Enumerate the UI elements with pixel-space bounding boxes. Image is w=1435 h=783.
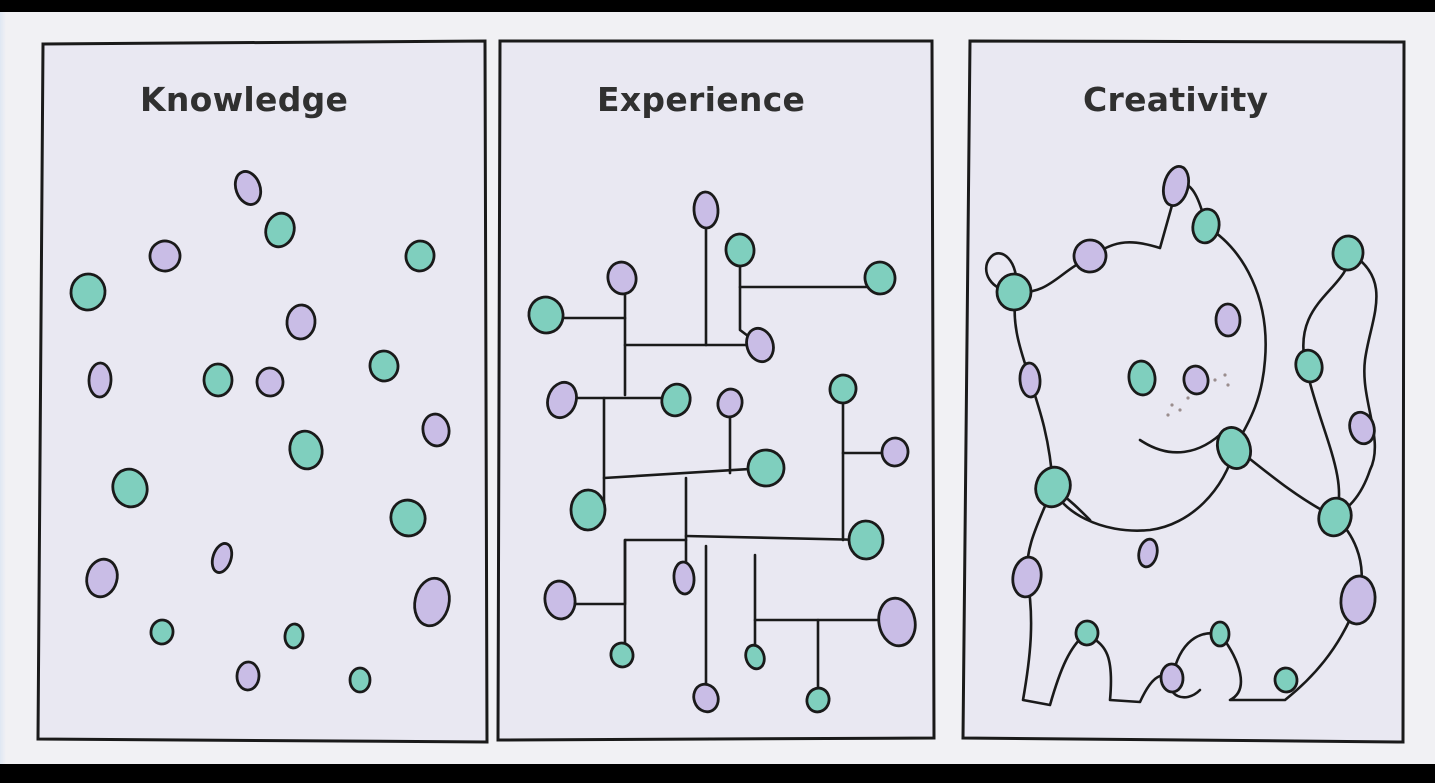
cat-whisker-dots (1166, 373, 1230, 417)
purple-node (692, 682, 720, 714)
teal-node (111, 467, 149, 509)
purple-node (210, 542, 234, 574)
teal-node (1273, 666, 1299, 694)
teal-node (1331, 234, 1365, 272)
teal-node (1191, 207, 1221, 245)
teal-node (724, 232, 756, 268)
panel-creativity (961, 39, 1406, 744)
purple-node (672, 560, 696, 596)
purple-node (1182, 364, 1210, 396)
teal-node (1317, 496, 1353, 538)
purple-node (85, 557, 119, 599)
purple-node (1159, 662, 1185, 694)
teal-node (1215, 426, 1253, 470)
teal-node (368, 349, 400, 383)
purple-node (716, 387, 744, 419)
teal-node (847, 519, 885, 561)
panel-title-creativity: Creativity (1083, 80, 1269, 119)
teal-node (527, 295, 565, 335)
purple-node (877, 596, 917, 648)
purple-node (1348, 410, 1376, 446)
purple-node (692, 190, 720, 230)
purple-node (880, 436, 910, 468)
teal-node (348, 666, 372, 694)
teal-node (660, 382, 692, 418)
teal-node (69, 272, 107, 312)
teal-node (1294, 348, 1324, 384)
panel-creativity-frame (961, 39, 1406, 744)
teal-node (288, 429, 324, 471)
teal-node (1074, 619, 1100, 647)
teal-node (828, 373, 858, 405)
purple-node (745, 326, 775, 364)
purple-node (606, 260, 638, 296)
panel-title-experience: Experience (597, 80, 806, 119)
purple-node (255, 366, 285, 398)
teal-node (1209, 620, 1231, 648)
purple-node (235, 660, 261, 692)
teal-node (1127, 359, 1157, 397)
purple-node (148, 239, 182, 273)
panel-experience (496, 39, 936, 742)
teal-node (264, 211, 296, 249)
teal-node (404, 239, 436, 273)
teal-node (149, 618, 175, 646)
teal-node (746, 448, 786, 488)
panel-title-knowledge: Knowledge (140, 80, 349, 119)
teal-node (609, 641, 635, 669)
teal-node (283, 622, 305, 650)
purple-node (413, 576, 451, 628)
nodes (69, 164, 1377, 714)
teal-node (995, 272, 1033, 312)
purple-node (1011, 555, 1043, 599)
teal-node (863, 260, 897, 296)
purple-node (1339, 574, 1377, 626)
purple-node (543, 579, 577, 621)
purple-node (1072, 238, 1108, 274)
purple-node (233, 170, 263, 206)
teal-node (389, 498, 427, 538)
purple-node (1214, 302, 1242, 338)
purple-node (1137, 537, 1159, 569)
purple-node (1161, 164, 1191, 208)
purple-node (285, 303, 317, 341)
creativity-cat-outline (984, 182, 1378, 707)
panel-experience-frame (496, 39, 936, 742)
purple-node (87, 361, 113, 399)
purple-node (1018, 361, 1042, 399)
teal-node (202, 362, 234, 398)
purple-node (421, 412, 451, 448)
purple-node (546, 380, 578, 420)
teal-node (569, 488, 607, 532)
teal-node (744, 643, 766, 671)
teal-node (1034, 465, 1072, 509)
teal-node (805, 686, 831, 714)
